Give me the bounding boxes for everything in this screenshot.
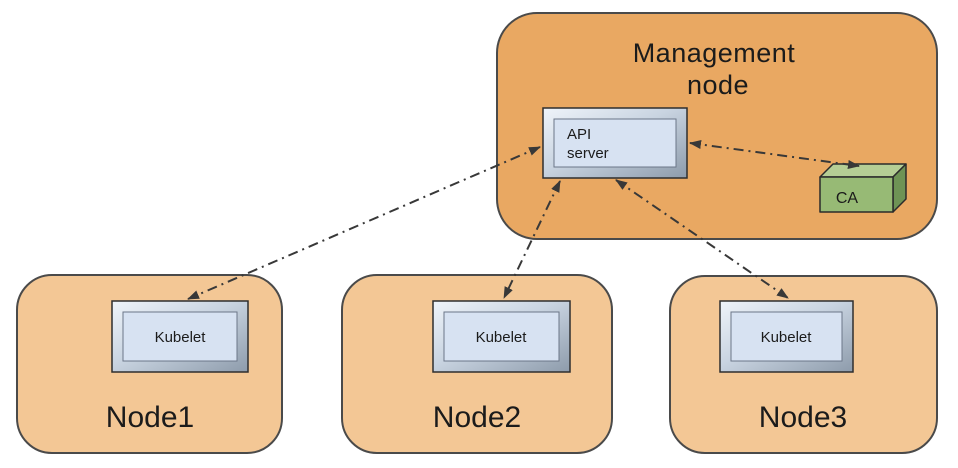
connection-api-kubelet3 [615,179,789,299]
kubelet1-face [122,311,238,362]
api-server: API server [542,107,688,179]
node1-label: Node1 [106,401,194,434]
api-server-face [553,118,677,168]
kubelet3-label: Kubelet [761,329,813,346]
kubelet3-face [730,311,843,362]
ca-box [819,176,894,213]
connection-api-kubelet1 [187,146,541,300]
node3-label: Node3 [759,401,847,434]
worker-node-1: Kubelet Node1 [16,274,283,454]
connection-api-ca [689,140,860,169]
ca-box-top [819,163,907,178]
kubelet2-face [443,311,560,362]
worker-node-3: Kubelet Node3 [669,275,938,454]
worker-node-2: Kubelet Node2 [341,274,613,454]
kubelet1-label: Kubelet [155,329,207,346]
ca-label: CA [836,190,859,207]
kubelet2-label: Kubelet [476,329,528,346]
management-node-label: Management node [633,38,804,100]
management-node: Management node API server CA [496,12,938,240]
node2-label: Node2 [433,401,521,434]
ca: CA [819,163,907,213]
api-server-label: API server [567,126,609,162]
connections [187,140,860,300]
